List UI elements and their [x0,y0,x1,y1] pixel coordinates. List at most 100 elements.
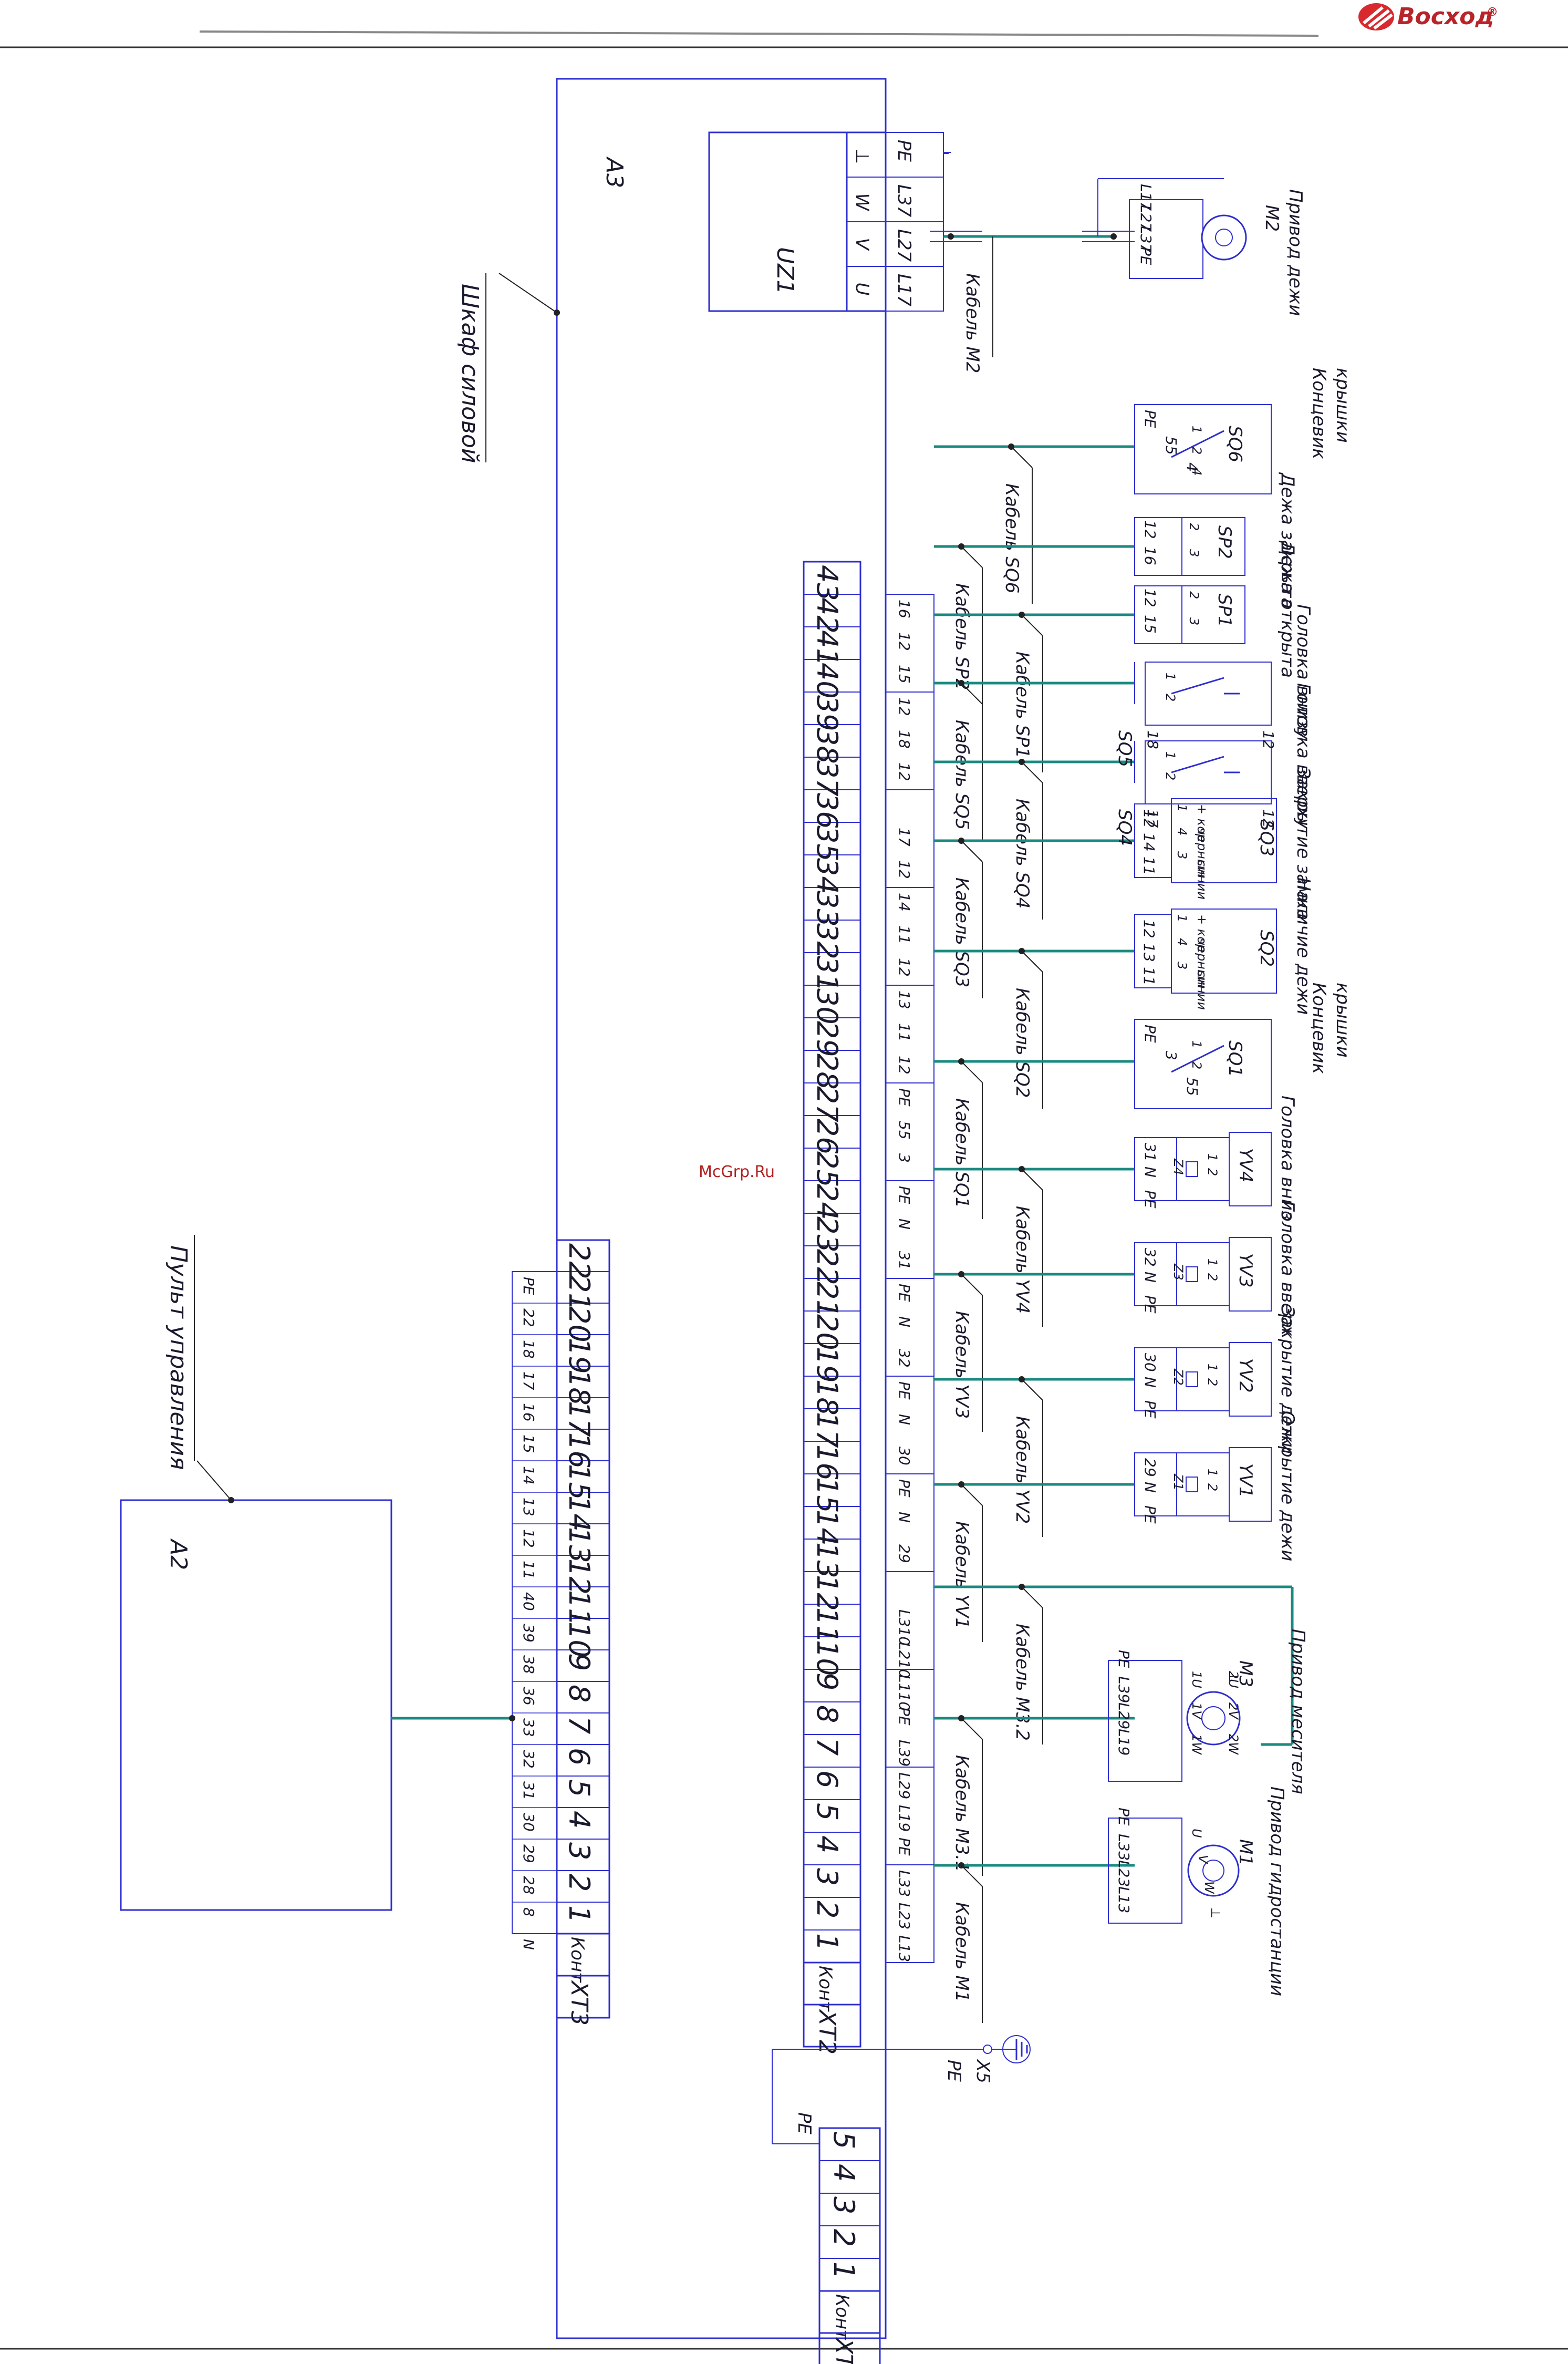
a3-label: A3 [601,156,628,188]
yv1-name: YV1 [1235,1463,1256,1498]
sp1-leader [1021,614,1043,636]
yv3-pin-0: 1 [1205,1258,1220,1266]
yv2-leader [1021,1379,1043,1401]
sp2-pin-1: 3 [1187,549,1201,557]
sp1-wire-0: 12 [1141,589,1159,607]
yv4-wire-1: N [1141,1166,1159,1178]
xt2-wire-22: N [896,1219,913,1230]
xt3-terminal-21: 21 [563,1275,596,1311]
sq2-pin-0: 1 [1175,914,1189,922]
xt2-terminal-9: 9 [811,1673,844,1690]
yv2-name-cell [1229,1342,1272,1417]
panel-annotation: Пульт управления [165,1245,192,1470]
xt2-wire-12: 29 [896,1544,913,1563]
sq1-name: SQ1 [1224,1040,1245,1077]
xt2-wire-3: PE [896,1837,913,1856]
yv2-name: YV2 [1235,1358,1256,1393]
m3-name: M3 [1235,1660,1256,1687]
xt2-wire-23: PE [896,1186,913,1204]
yv1-wire-2: PE [1141,1505,1159,1524]
xt2-wire-28: 11 [896,1023,913,1042]
xt2-wire-19: N [896,1316,913,1327]
sq5-contact-icon [1171,677,1224,695]
xt3-wire-18: 18 [520,1340,537,1359]
sq5-body [1145,662,1272,726]
trunk-dot [509,1715,515,1721]
x5-pe-label: PE [943,2060,964,2082]
sp2-label: Кабель SP2 [951,583,972,690]
xt2-terminal-7: 7 [811,1738,844,1756]
m3-wire-cell [1108,1660,1182,1782]
xt3-wire-14: 14 [520,1466,537,1485]
yv4-coil-icon [1186,1161,1198,1177]
xt2-wire-41: 16 [896,600,913,618]
yv4-leader [1021,1169,1043,1191]
yv2-wire-0: 30 [1141,1353,1159,1372]
sq3-color-1: чернын [1195,828,1209,878]
sq3-pin-1: 4 [1175,828,1189,835]
xt3-title: XT3 [566,1980,593,2026]
xt1-terminal-2: 2 [827,2229,860,2247]
motor-m1-inner [1202,1860,1224,1882]
xt2-terminal-4: 4 [811,1835,844,1853]
yv3-name: YV3 [1235,1253,1256,1288]
yv3-coil: Z3 [1171,1263,1186,1281]
xt2-terminal-21: 21 [811,1282,844,1318]
xt3-wire-3: 30 [520,1813,537,1832]
xt2-terminal-26: 26 [811,1119,844,1155]
xt2-terminal-30: 30 [811,988,844,1025]
xt3-terminal-3: 3 [563,1842,596,1860]
sq6-body [1134,404,1272,494]
xt2-wire-17: PE [896,1381,913,1400]
xt2-terminal-31: 31 [811,956,844,992]
xt3-wire-1: 28 [520,1876,537,1895]
xt3-wire-16: 16 [520,1403,537,1422]
xt2-wire-13: N [896,1512,913,1523]
motor-m2-inner [1215,229,1233,246]
xt2-terminal-25: 25 [811,1151,844,1188]
xt3-terminal-10: 10 [563,1622,596,1658]
watermark: McGrp.Ru [699,1163,775,1181]
sq6-desc2: крышки [1332,368,1353,443]
sq1-label: Кабель SQ1 [951,1098,972,1208]
sq4-pin-1: 2 [1163,772,1178,780]
m1-pin-3: ⊥ [1208,1907,1223,1918]
xt2-wire-34: 17 [896,828,913,847]
xt3-wire-6: 33 [520,1718,537,1737]
sq4-contact-icon [1171,756,1224,773]
m32-leader [1021,1586,1043,1608]
sq3-color-0: + кор [1195,804,1209,842]
xt2-terminal-6: 6 [811,1770,844,1788]
xt2-terminal-10: 10 [811,1640,844,1676]
xt2-wire-29: 13 [896,990,913,1009]
xt3-terminal-20: 20 [563,1306,596,1343]
xt3-terminal-18: 18 [563,1369,596,1406]
sp2-wire-0: 12 [1141,520,1159,539]
uz1-terminal-0: U [852,283,873,296]
xt2-wire-40: 12 [896,632,913,651]
m1-leader [961,1865,983,1887]
sq2-wire-1: 13 [1140,943,1158,962]
sq1-contact-icon [1171,1045,1224,1073]
sq5-label: Кабель SQ5 [951,720,972,830]
m3-wire-3: PE [1115,1650,1133,1668]
sp1-pin-1: 3 [1187,617,1201,625]
yv4-desc: Головка вниз [1277,1096,1298,1220]
m2-cable-label: Кабель M2 [962,273,983,373]
uz1-wire-1: L27 [894,229,915,262]
m1-label: Кабель M1 [951,1902,972,2002]
xt2-terminal-43: 43 [811,565,844,601]
xt2-terminal-16: 16 [811,1444,844,1481]
yv1-wire-0: 29 [1141,1458,1159,1477]
xt3-wire-10: 40 [520,1592,537,1611]
sq3-wire-2: 11 [1140,856,1158,875]
xt2-wire-20: PE [896,1284,913,1302]
yv4-coil: Z4 [1171,1158,1186,1175]
uz1-wire-0: L17 [894,274,915,307]
sq6-wire-2: 4 [1183,462,1201,472]
m3-wire-1: L29 [1115,1702,1133,1729]
uz1-terminal-1: V [852,238,873,252]
xt2-terminal-37: 37 [811,760,844,797]
